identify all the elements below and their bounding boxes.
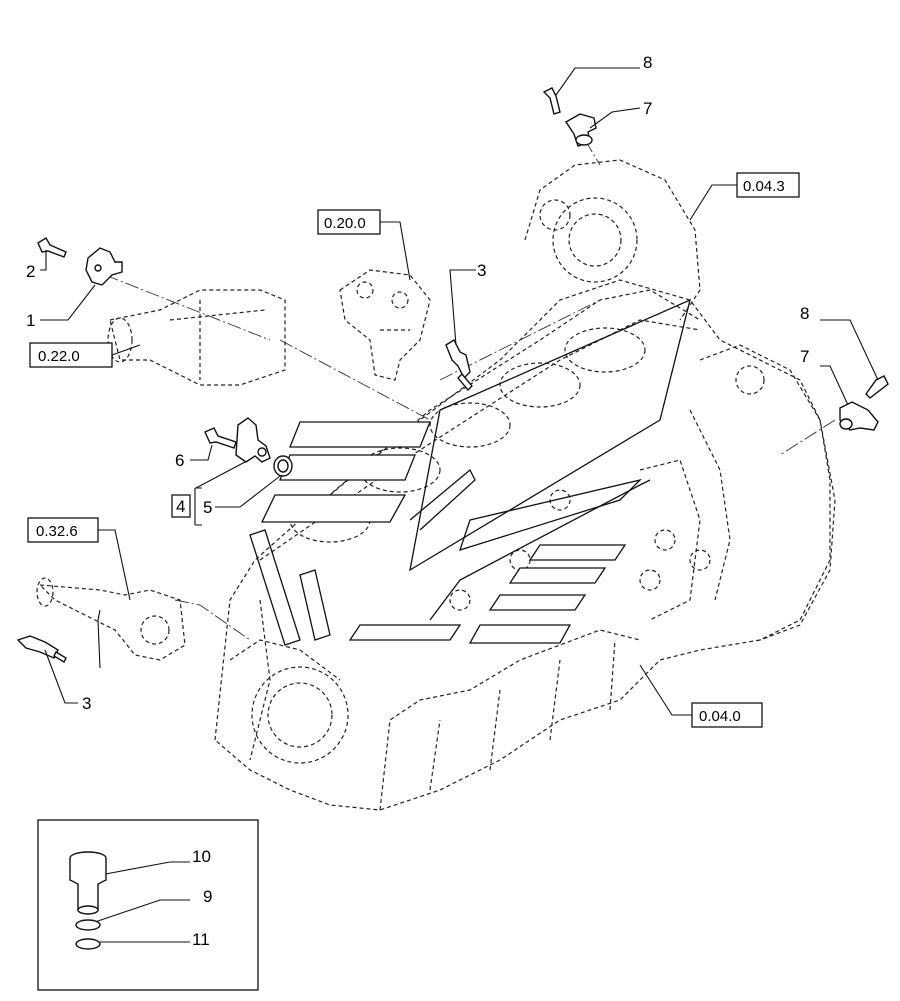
callout-1: 1	[26, 311, 35, 330]
engine-block	[214, 159, 836, 811]
callout-2: 2	[26, 262, 35, 281]
callout-8-right: 8	[800, 304, 809, 323]
callout-5: 5	[203, 498, 212, 517]
callout-10: 10	[192, 847, 211, 866]
o-ring-part-5	[273, 455, 293, 477]
gasket-plates	[249, 298, 691, 646]
intake-elbow	[107, 289, 286, 386]
ref-box-0-04-3[interactable]: 0.04.3	[736, 172, 800, 198]
callout-3-top: 3	[477, 261, 486, 280]
pressure-sensor-part-4	[235, 417, 271, 463]
callout-6: 6	[175, 451, 184, 470]
callout-8-top: 8	[643, 53, 652, 72]
ref-label-0-04-0: 0.04.0	[699, 708, 741, 725]
ref-label-0-20-0: 0.20.0	[324, 215, 366, 232]
plug-part-10	[69, 851, 107, 915]
o-ring-part-11	[75, 938, 101, 950]
ref-box-0-04-0[interactable]: 0.04.0	[691, 702, 763, 728]
leader-lines	[40, 67, 879, 943]
temperature-sensor-part-3-top	[445, 338, 473, 392]
sensor-part-1	[85, 247, 123, 286]
callout-11: 11	[192, 930, 210, 949]
callout-4-box	[171, 494, 191, 518]
ref-label-0-04-3: 0.04.3	[743, 178, 785, 195]
screw-part-8-right	[865, 375, 889, 399]
thermostat-housing	[36, 577, 186, 661]
speed-sensor-part-7-right	[839, 401, 879, 431]
inset-detail	[37, 819, 259, 991]
ref-box-0-20-0[interactable]: 0.20.0	[317, 209, 381, 235]
ref-label-0-32-6: 0.32.6	[36, 523, 78, 540]
ref-box-0-32-6[interactable]: 0.32.6	[27, 517, 99, 543]
callout-9: 9	[203, 887, 212, 906]
callout-3-left: 3	[82, 694, 91, 713]
oil-filter-housing	[339, 269, 431, 381]
ref-label-0-22-0: 0.22.0	[38, 348, 80, 365]
o-ring-part-9	[75, 919, 101, 931]
callout-7-top: 7	[643, 99, 652, 118]
screw-part-2	[37, 237, 67, 258]
ref-box-0-22-0[interactable]: 0.22.0	[29, 342, 113, 368]
callout-7-right: 7	[800, 347, 809, 366]
speed-sensor-part-7-top	[565, 113, 597, 147]
assembly-axis-lines	[104, 139, 836, 641]
temperature-sensor-part-3-left	[16, 635, 67, 663]
callout-4: 4	[176, 497, 185, 516]
screw-part-8-top	[542, 87, 561, 115]
screw-part-6	[204, 427, 237, 449]
